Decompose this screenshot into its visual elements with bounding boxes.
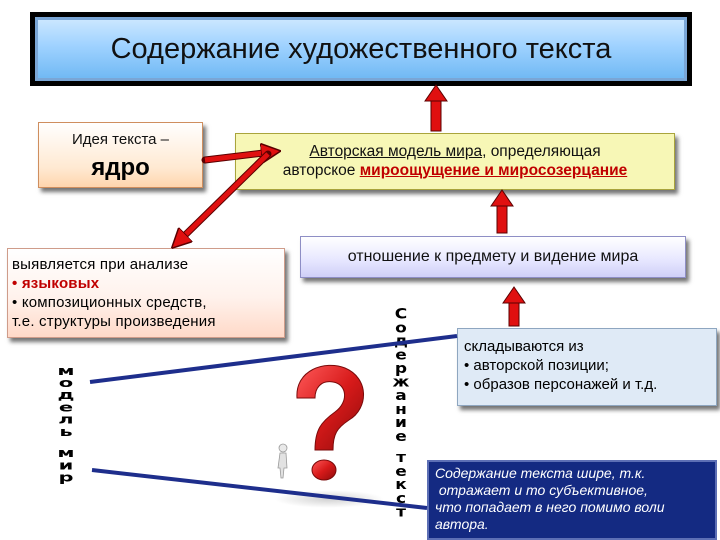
consist-line1: складываются из [464,338,584,355]
vleft-letter: и [58,458,74,473]
title-banner: Содержание художественного текста [30,12,692,86]
wider-content-box: Содержание текста шире, т.к. отражает и … [427,460,717,540]
vertical-label-soderzhanie-tekst: С о д е р ж а н и е т е к с т [384,308,418,519]
model-part4: мироощущение и миросозерцание [359,162,628,179]
reveal-line3: • композиционных средств, [12,294,207,311]
relation-box: отношение к предмету и видение мира [300,236,686,278]
vleft-letter: д [57,388,75,403]
arrow-relation-to-model [490,189,514,234]
vright-letter: ж [392,374,410,391]
person-figure-icon [277,443,288,479]
title-text: Содержание художественного текста [110,32,612,65]
idea-box: Идея текста – ядро [38,122,203,188]
vright-letter: к [395,476,407,494]
arrow-idea-to-model-fill [204,152,272,160]
wider-line4: автора. [435,516,489,532]
vleft-letter: о [58,376,74,390]
wider-line1: Содержание текста шире, т.к. [435,465,646,481]
wider-line3: что попадает в него помимо воли [435,499,665,515]
relation-text: отношение к предмету и видение мира [347,248,639,265]
idea-line1: Идея текста – [72,131,169,148]
vright-letter: е [395,463,407,480]
arrow-model-to-reveal-fill [178,152,270,242]
vright-letter: н [395,401,407,418]
vleft-letter: ь [59,424,73,439]
wider-line2: отражает и то субъективное, [435,482,648,498]
reveal-box: выявляется при анализе • языковых • комп… [7,248,285,338]
vright-letter: а [395,387,407,404]
model-part2: , определяющая [482,143,601,160]
vertical-label-model-mir: м о д е л ь м и р [48,365,84,484]
vleft-letter: м [57,446,75,461]
consist-line3: • образов персонажей и т.д. [464,376,658,393]
vright-letter: е [395,428,407,445]
author-model-box: Авторская модель мира, определяющая авто… [235,133,675,190]
vleft-letter: л [58,412,74,427]
vright-letter: е [395,346,407,364]
vright-letter: т [396,449,406,467]
reveal-line4: т.е. структуры произведения [12,313,216,330]
line-mir-to-wider [91,468,428,510]
model-part3: авторское [282,162,360,179]
line-model-to-consist [89,334,458,384]
vleft-letter: е [58,400,74,415]
vright-letter: о [395,319,407,337]
consist-line2: • авторской позиции; [464,357,609,374]
vright-letter: т [396,503,406,521]
vleft-letter: м [57,363,75,378]
vright-letter: р [394,360,408,377]
consist-box: складываются из • авторской позиции; • о… [457,328,717,406]
model-part1: Авторская модель мира [309,143,483,160]
vright-letter: и [395,414,407,431]
idea-line2: ядро [91,154,150,181]
question-mark-figure-icon [277,364,364,481]
reveal-line2: • языковых [12,275,100,292]
vleft-letter: р [58,470,74,485]
reveal-line1: выявляется при анализе [12,256,189,273]
arrow-consist-to-relation [502,286,526,327]
arrow-model-to-title [424,84,448,132]
vright-letter: с [395,490,407,507]
vright-letter: С [394,306,408,323]
